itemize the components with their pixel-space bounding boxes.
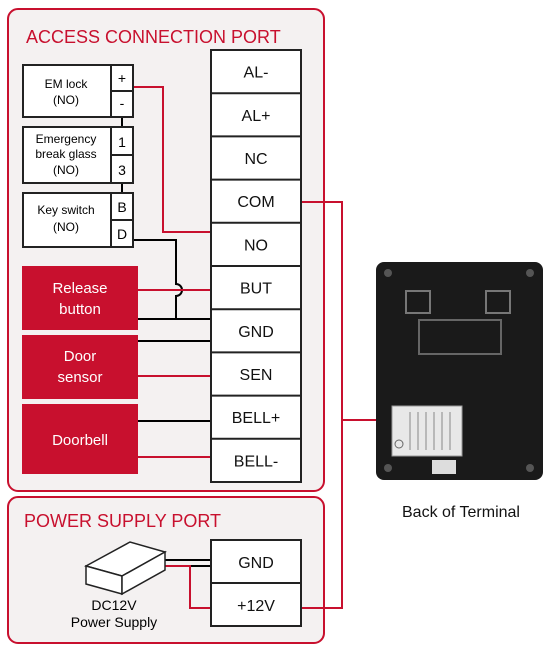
emergency-label-2: break glass bbox=[35, 147, 96, 161]
emergency-mode: (NO) bbox=[53, 163, 79, 177]
power-supply-label-2: Power Supply bbox=[71, 614, 157, 630]
power-supply-box bbox=[84, 541, 167, 596]
release-button-device: Release button bbox=[22, 266, 138, 330]
terminal-back-caption: Back of Terminal bbox=[402, 504, 520, 521]
key-switch-device: Key switch (NO) B D bbox=[22, 192, 134, 248]
power-port-title: POWER SUPPLY PORT bbox=[24, 511, 221, 531]
em-lock-mode: (NO) bbox=[53, 93, 79, 107]
key-switch-label: Key switch bbox=[37, 203, 94, 217]
em-lock-pin-plus: + bbox=[118, 70, 126, 86]
key-switch-pin-d: D bbox=[117, 226, 127, 242]
doorbell-device: Doorbell bbox=[22, 404, 138, 474]
power-terminal-block: GND +12V bbox=[210, 539, 302, 627]
wire-emlock-minus-to-no bbox=[133, 86, 212, 233]
emergency-pin-3: 3 bbox=[118, 162, 126, 178]
terminal-label-no: NO bbox=[244, 237, 268, 254]
em-lock-pin-minus: - bbox=[120, 95, 125, 111]
terminal-label-com: COM bbox=[237, 194, 274, 211]
em-lock-device: EM lock (NO) + - bbox=[22, 64, 134, 118]
terminal-label-bell: BELL- bbox=[234, 453, 278, 470]
wire-com-to-terminal bbox=[300, 201, 392, 421]
access-port-title: ACCESS CONNECTION PORT bbox=[26, 27, 281, 47]
door-sensor-label-1: Door bbox=[64, 348, 97, 365]
emergency-label-1: Emergency bbox=[36, 132, 97, 146]
access-terminal-block: AL- AL+ NC COM NO BUT GND SEN BELL+ BELL- bbox=[210, 49, 302, 483]
terminal-label-al: AL- bbox=[244, 65, 269, 82]
wire-terminal-to-12v bbox=[300, 420, 343, 609]
emergency-pin-1: 1 bbox=[118, 134, 126, 150]
terminal-back-image bbox=[376, 262, 543, 480]
release-button-label-2: button bbox=[59, 301, 101, 318]
release-button-label-1: Release bbox=[52, 280, 107, 297]
terminal-label-bell: BELL+ bbox=[232, 410, 280, 427]
em-lock-label: EM lock bbox=[45, 77, 89, 91]
power-terminal-gnd: GND bbox=[238, 555, 274, 572]
key-switch-mode: (NO) bbox=[53, 220, 79, 234]
power-terminal-12v: +12V bbox=[237, 598, 275, 615]
key-switch-pin-b: B bbox=[117, 199, 126, 215]
doorbell-label: Doorbell bbox=[52, 432, 108, 449]
terminal-label-but: BUT bbox=[240, 281, 272, 298]
terminal-label-sen: SEN bbox=[240, 367, 273, 384]
door-sensor-label-2: sensor bbox=[57, 369, 102, 386]
terminal-label-al: AL+ bbox=[242, 108, 271, 125]
door-sensor-device: Door sensor bbox=[22, 335, 138, 399]
power-supply-label-1: DC12V bbox=[91, 597, 137, 613]
emergency-break-glass-device: Emergency break glass (NO) 1 3 bbox=[22, 126, 134, 184]
terminal-label-nc: NC bbox=[244, 151, 267, 168]
wire-psu-to-12v bbox=[165, 565, 212, 609]
terminal-label-gnd: GND bbox=[238, 324, 274, 341]
